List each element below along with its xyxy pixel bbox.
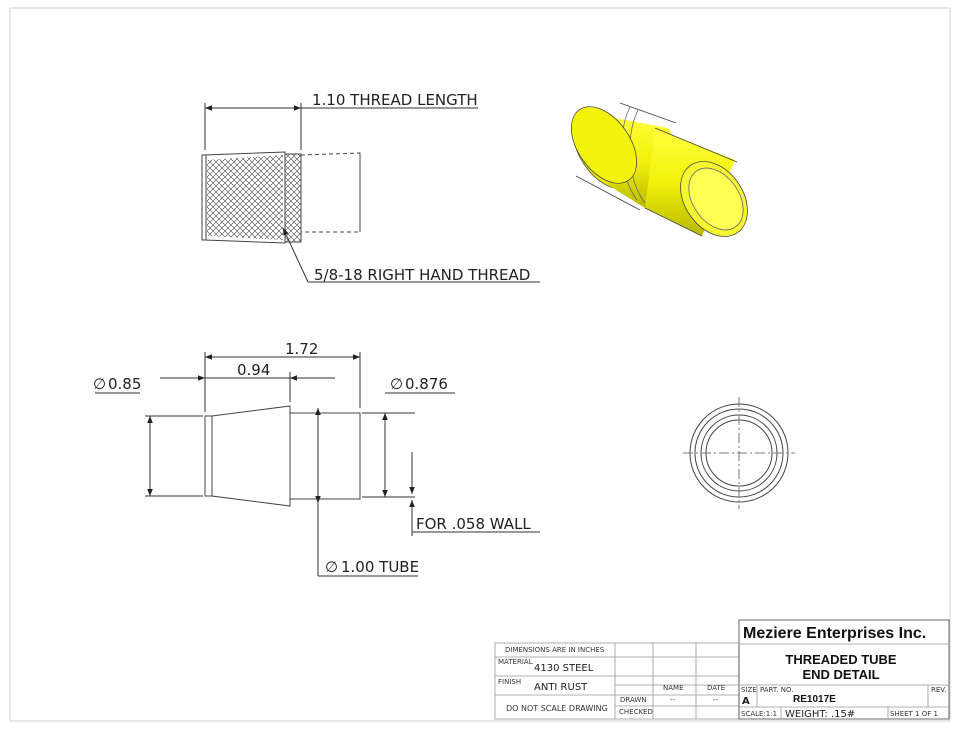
side-view [204,405,361,507]
rev-label: REV. [931,686,946,694]
overall-length-label: 1.72 [285,340,318,358]
size-label: SIZE [741,686,757,694]
thread-callout-label: 5/8-18 RIGHT HAND THREAD [314,266,530,284]
dia-symbol-small: ∅ [93,375,106,393]
scale-label: SCALE:1:1 [741,710,777,718]
thread-leader [282,227,540,283]
dia-large-label: 0.876 [405,375,448,393]
end-view [683,397,795,509]
drawn-label: DRAWN [620,696,647,704]
title-block [494,619,950,720]
sheet-label: SHEET 1 OF 1 [890,710,938,718]
part-no-value: RE1017E [793,694,836,705]
date-header: DATE [707,684,725,692]
company-name: Meziere Enterprises Inc. [743,625,926,642]
weight-label: WEIGHT: .15# [785,709,855,720]
dia-small-label: 0.85 [108,375,141,393]
finish-label: FINISH [498,678,521,686]
dia-symbol-tube: ∅ [325,558,338,576]
side-view-dimensions [95,352,540,577]
thread-length-label: 1.10 THREAD LENGTH [312,91,478,109]
drawing-title-line1: THREADED TUBE [785,652,897,667]
size-value: A [742,696,750,707]
sheet-border [9,7,951,722]
material-value: 4130 STEEL [534,663,594,674]
thread-view [201,151,361,244]
name-header: NAME [663,684,684,692]
material-label: MATERIAL [498,658,533,666]
drawn-date: -- [713,696,719,704]
dia-symbol-large: ∅ [390,375,403,393]
drawing-title-line2: END DETAIL [802,667,879,682]
do-not-scale-note: DO NOT SCALE DRAWING [506,704,608,713]
thread-length-dimension [204,103,478,150]
checked-label: CHECKED [619,708,653,716]
tube-dia-label: 1.00 TUBE [341,558,419,576]
dimensions-note: DIMENSIONS ARE IN INCHES [505,646,605,654]
taper-length-label: 0.94 [237,361,270,379]
part-no-label: PART. NO. [760,686,794,694]
drawn-name: -- [670,696,676,704]
isometric-part-view [571,102,748,237]
finish-value: ANTI RUST [534,682,588,693]
wall-note-label: FOR .058 WALL [416,515,531,533]
